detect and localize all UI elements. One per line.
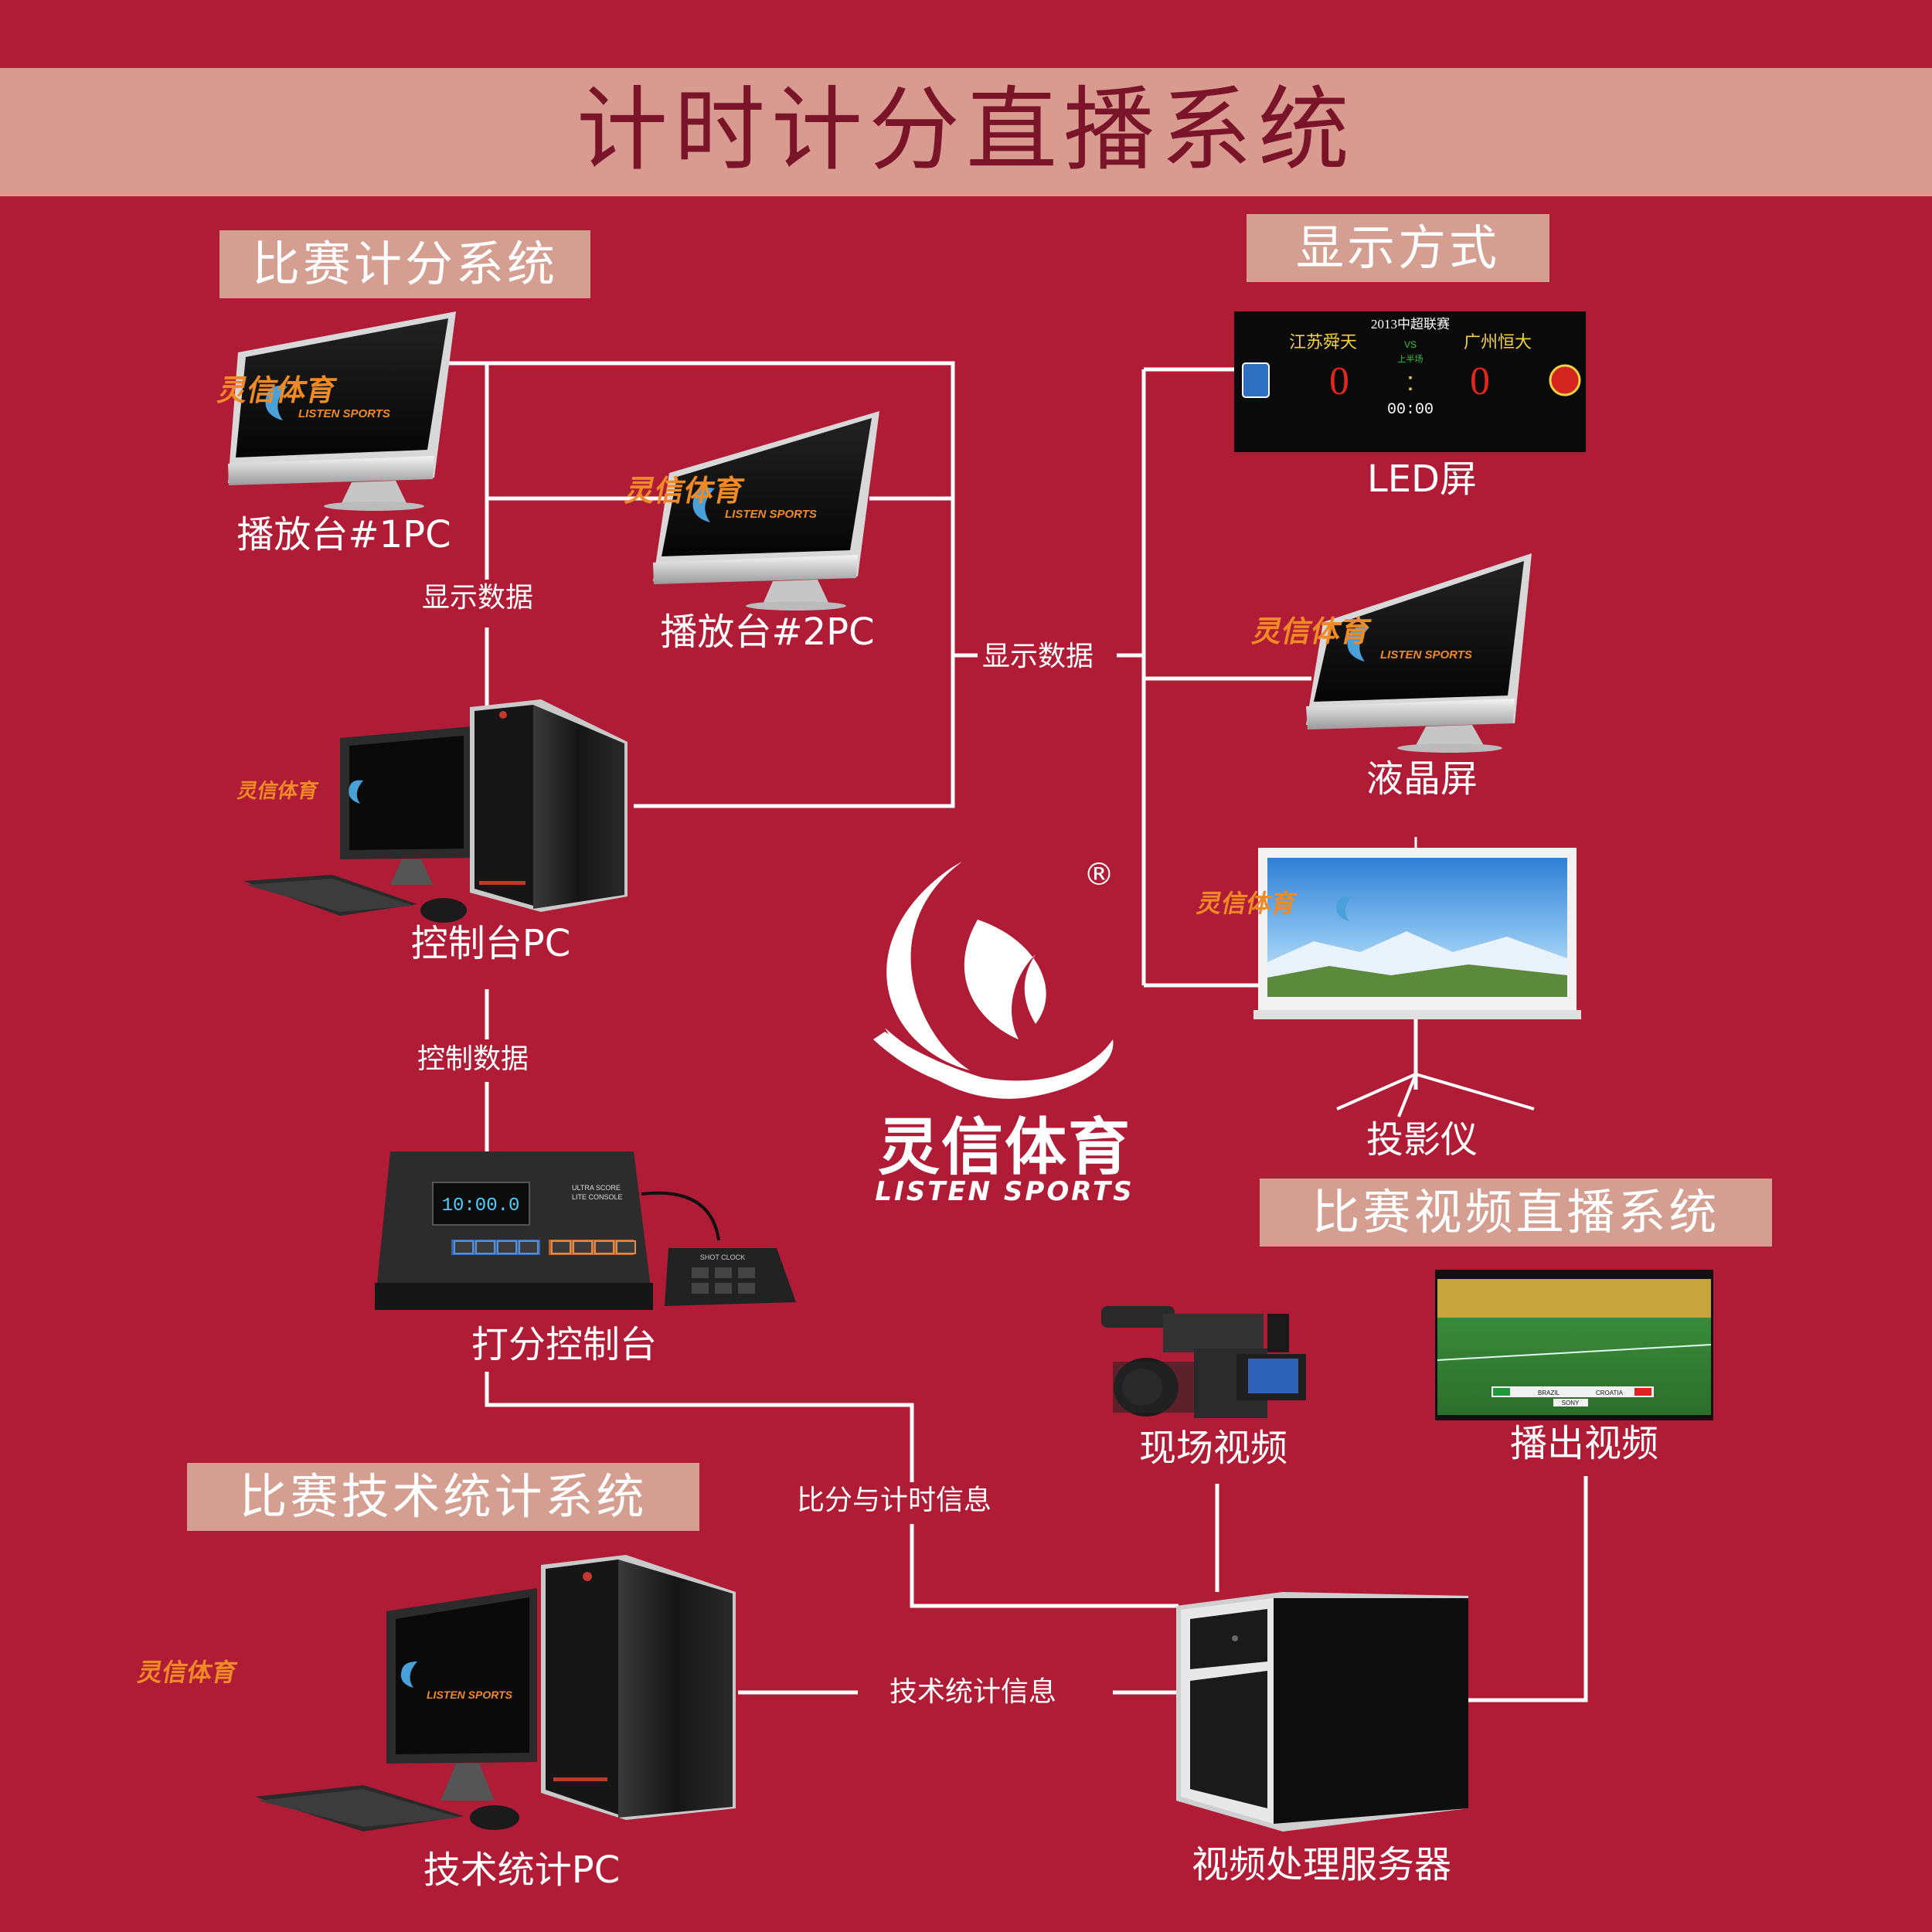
label-lcd: 液晶屏 (1366, 757, 1478, 801)
label-control-pc: 控制台PC (410, 922, 571, 965)
svg-text:LISTEN SPORTS: LISTEN SPORTS (725, 508, 817, 521)
control-pc-graphic: 灵信体育 (236, 699, 628, 923)
svg-text::: : (1406, 367, 1413, 396)
brand-logo-small: 灵信体育 LISTEN SPORTS (215, 374, 390, 420)
link-stats-info: 技术统计信息 (885, 1674, 1062, 1711)
playout2-monitor: 灵信体育 LISTEN SPORTS (622, 411, 879, 611)
connection-lines (444, 361, 1588, 1702)
link-display-data-left: 显示数据 (417, 580, 539, 617)
section-video: 比赛视频直播系统 (1260, 1179, 1772, 1247)
link-score-time-info: 比分与计时信息 (792, 1482, 997, 1519)
section-scoring: 比赛计分系统 (219, 230, 590, 298)
section-display: 显示方式 (1247, 214, 1549, 282)
svg-text:灵信体育: 灵信体育 (1195, 889, 1300, 917)
line-score-to-server (910, 1524, 1179, 1608)
broadcast-tv-graphic: BRAZIL CROATIA SONY (1435, 1270, 1713, 1420)
svg-text:SONY: SONY (1562, 1400, 1580, 1406)
registered-mark: ® (1083, 857, 1114, 893)
brand-name-en: LISTEN SPORTS (875, 1176, 1134, 1207)
playout1-monitor: 灵信体育 LISTEN SPORTS (215, 311, 456, 511)
svg-text:上半场: 上半场 (1398, 353, 1423, 364)
svg-text:BRAZIL: BRAZIL (1538, 1389, 1560, 1396)
link-control-data: 控制数据 (413, 1041, 534, 1078)
link-display-data-right: 显示数据 (978, 638, 1099, 675)
console-brand-2: LITE CONSOLE (572, 1193, 623, 1201)
page-title: 计时计分直播系统 (576, 77, 1355, 183)
led-board-graphic: 2013中超联赛 江苏舜天 广州恒大 VS 上半场 0 0 : 00:00 (1234, 311, 1586, 452)
svg-text:00:00: 00:00 (1387, 401, 1434, 419)
section-stats: 比赛技术统计系统 (187, 1463, 699, 1531)
label-video-server: 视频处理服务器 (1191, 1843, 1451, 1886)
line-console-down (485, 1372, 914, 1482)
console-clock: 10:00.0 (442, 1196, 520, 1216)
lcd-monitor-graphic: 灵信体育 LISTEN SPORTS (1250, 553, 1532, 753)
brand-logo (873, 862, 1114, 1099)
svg-text:灵信体育: 灵信体育 (135, 1658, 239, 1686)
console-brand-1: ULTRA SCORE (572, 1184, 621, 1192)
svg-text:2013中超联赛: 2013中超联赛 (1371, 316, 1450, 332)
label-led: LED屏 (1366, 457, 1478, 501)
svg-text:VS: VS (1404, 339, 1417, 350)
camera-graphic (1101, 1306, 1306, 1418)
projector-graphic: 灵信体育 (1195, 837, 1581, 1117)
brand-name-cn: 灵信体育 (878, 1111, 1131, 1183)
label-broadcast-video: 播出视频 (1509, 1422, 1658, 1465)
label-playout1: 播放台#1PC (236, 513, 451, 556)
label-score-console: 打分控制台 (471, 1323, 657, 1366)
svg-text:LISTEN SPORTS: LISTEN SPORTS (427, 1689, 513, 1701)
label-projector: 投影仪 (1366, 1118, 1478, 1162)
label-stats-pc: 技术统计PC (423, 1849, 621, 1892)
svg-text:广州恒大: 广州恒大 (1464, 332, 1532, 352)
shot-clock-text: SHOT CLOCK (700, 1253, 745, 1261)
svg-text:灵信体育: 灵信体育 (622, 474, 747, 508)
svg-text:LISTEN SPORTS: LISTEN SPORTS (1380, 648, 1472, 662)
svg-text:0: 0 (1470, 359, 1490, 403)
svg-text:灵信体育: 灵信体育 (236, 779, 320, 802)
title-band (0, 68, 1932, 196)
video-server-graphic (1176, 1592, 1468, 1832)
stats-pc-graphic: 灵信体育 LISTEN SPORTS (135, 1555, 736, 1832)
score-console-graphic: 10:00.0 ULTRA SCORE LITE CONSOLE SHOT CL… (375, 1151, 796, 1310)
brand-cn-small: 灵信体育 (215, 374, 339, 407)
line-broadcast-video (1468, 1476, 1588, 1702)
svg-text:CROATIA: CROATIA (1596, 1389, 1624, 1396)
line-playout-bus (444, 361, 955, 808)
label-playout2: 播放台#2PC (660, 611, 875, 654)
label-live-video: 现场视频 (1138, 1427, 1287, 1470)
svg-text:灵信体育: 灵信体育 (1250, 615, 1374, 648)
svg-text:0: 0 (1329, 359, 1349, 403)
svg-text:江苏舜天: 江苏舜天 (1289, 332, 1357, 352)
svg-text:LISTEN SPORTS: LISTEN SPORTS (298, 407, 390, 420)
